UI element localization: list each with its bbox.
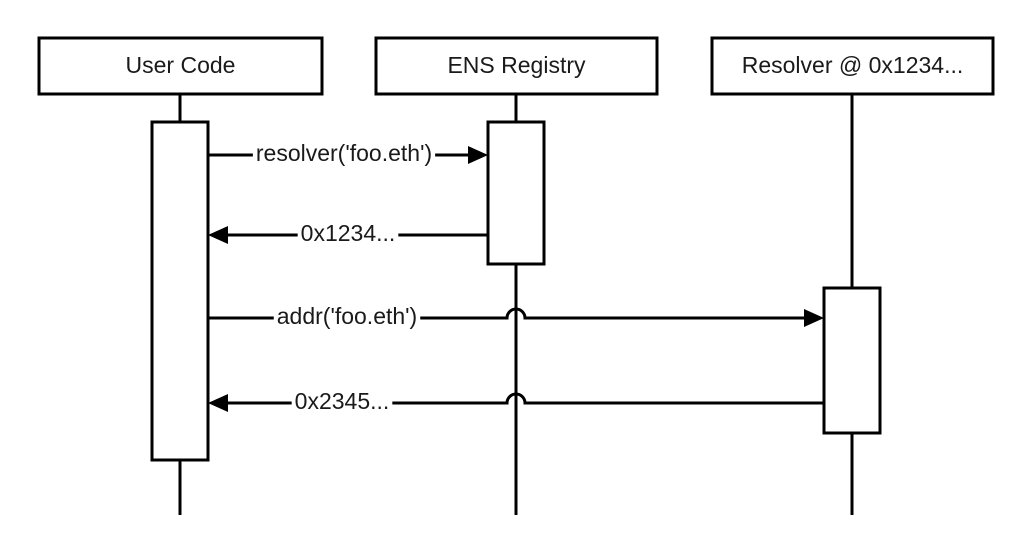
message-label-backing-msg-addr-return bbox=[291, 387, 393, 416]
arrow-head-msg-resolver-call bbox=[468, 146, 488, 164]
message-label-backing-msg-resolver-call bbox=[252, 139, 436, 168]
participant-user-code[interactable]: User Code bbox=[37, 36, 324, 96]
activation-box-ens-registry bbox=[486, 120, 546, 266]
participants-layer: User Code ENS Registry Resolver @ 0x1234..… bbox=[37, 36, 995, 96]
message-label-msg-resolver-call: resolver('foo.eth') bbox=[256, 140, 432, 166]
message-msg-addr-call[interactable]: addr('foo.eth') bbox=[208, 302, 824, 331]
arrow-head-msg-addr-return bbox=[208, 394, 228, 412]
participant-box-user-code bbox=[37, 36, 324, 96]
participant-label-ens-registry: ENS Registry bbox=[447, 52, 586, 78]
participant-box-resolver bbox=[710, 36, 995, 96]
message-line-msg-addr-return bbox=[228, 392, 824, 405]
activation-box-resolver bbox=[822, 286, 882, 435]
message-msg-resolver-call[interactable]: resolver('foo.eth') bbox=[208, 139, 488, 168]
message-label-backing-msg-addr-call bbox=[273, 302, 421, 331]
participant-resolver[interactable]: Resolver @ 0x1234... bbox=[710, 36, 995, 96]
message-line-msg-addr-call bbox=[208, 307, 804, 320]
message-label-msg-resolver-return: 0x1234... bbox=[301, 220, 396, 246]
message-msg-addr-return[interactable]: 0x2345... bbox=[208, 387, 824, 416]
participant-label-resolver: Resolver @ 0x1234... bbox=[742, 52, 964, 78]
message-label-msg-addr-call: addr('foo.eth') bbox=[277, 303, 417, 329]
activations-layer bbox=[150, 120, 882, 462]
activation-box-user-code bbox=[150, 120, 210, 462]
arrow-head-msg-addr-call bbox=[804, 309, 824, 327]
messages-layer: resolver('foo.eth') 0x1234... addr('foo.et… bbox=[208, 139, 824, 416]
participant-ens-registry[interactable]: ENS Registry bbox=[374, 36, 659, 96]
message-msg-resolver-return[interactable]: 0x1234... bbox=[208, 219, 488, 248]
arrow-head-msg-resolver-return bbox=[208, 226, 228, 244]
message-label-msg-addr-return: 0x2345... bbox=[295, 388, 390, 414]
participant-label-user-code: User Code bbox=[126, 52, 236, 78]
participant-box-ens-registry bbox=[374, 36, 659, 96]
message-label-backing-msg-resolver-return bbox=[297, 219, 399, 248]
